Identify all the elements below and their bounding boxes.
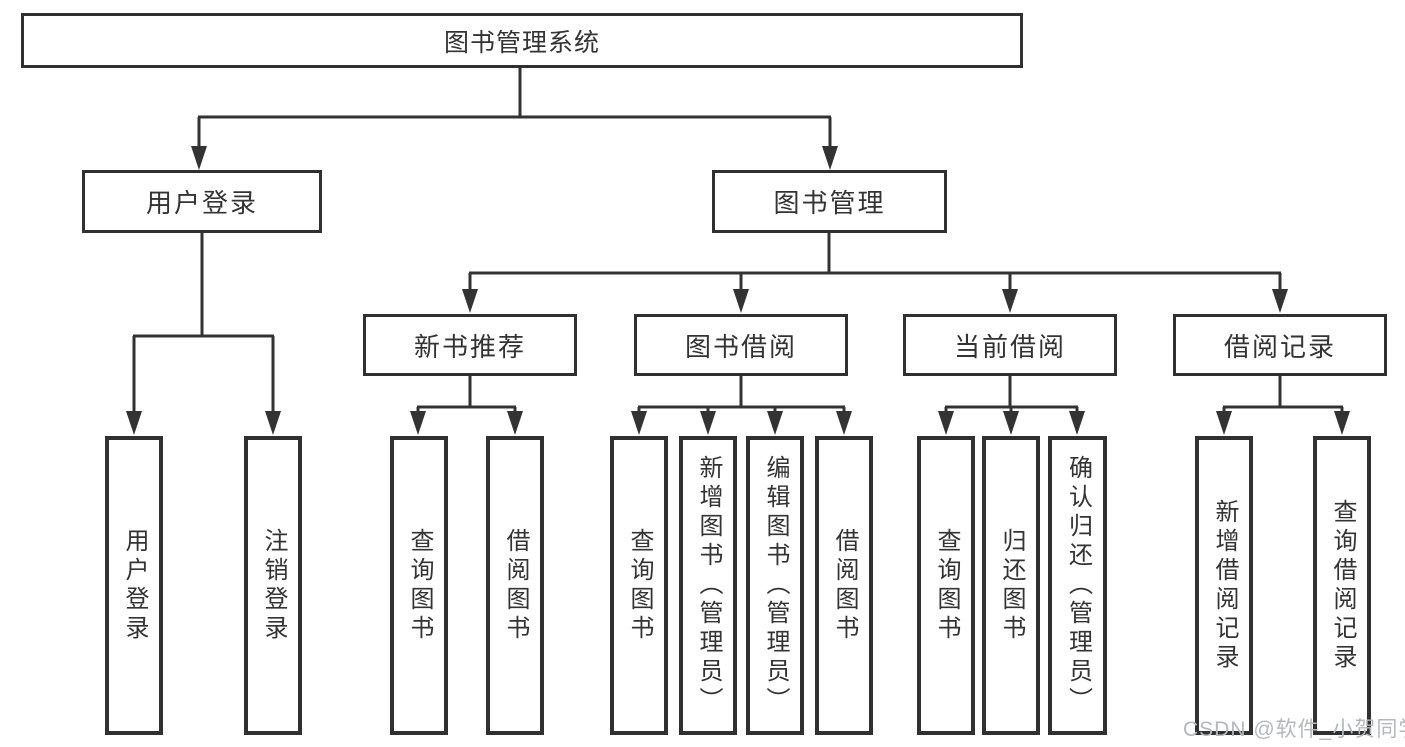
leaf-logout-login-label: 注销登录 bbox=[260, 527, 287, 644]
leaf-borrow-books-borrowing-label: 借阅图书 bbox=[831, 527, 858, 644]
leaf-add-books-admin: 新增图书（管理员） bbox=[679, 436, 737, 735]
arrow-down-icon bbox=[507, 411, 523, 435]
leaf-add-borrow-record: 新增借阅记录 bbox=[1195, 436, 1253, 735]
arrow-down-icon bbox=[1216, 411, 1232, 435]
leaf-query-borrow-record-label: 查询借阅记录 bbox=[1329, 498, 1356, 673]
leaf-borrow-books-recommend: 借阅图书 bbox=[486, 436, 544, 735]
arrow-down-icon bbox=[822, 146, 838, 170]
arrow-down-icon bbox=[1002, 289, 1018, 313]
node-root: 图书管理系统 bbox=[21, 13, 1023, 68]
leaf-query-books-borrowing: 查询图书 bbox=[610, 436, 668, 735]
arrow-down-icon bbox=[1334, 411, 1350, 435]
leaf-query-books-borrowing-label: 查询图书 bbox=[626, 527, 653, 644]
node-new-book-recommend: 新书推荐 bbox=[363, 314, 577, 376]
leaf-edit-books-admin-label: 编辑图书（管理员） bbox=[762, 455, 789, 716]
leaf-user-login: 用户登录 bbox=[105, 436, 163, 735]
arrow-down-icon bbox=[462, 289, 478, 313]
arrow-down-icon bbox=[733, 289, 749, 313]
node-book-management-label: 图书管理 bbox=[773, 188, 886, 218]
leaf-add-borrow-record-label: 新增借阅记录 bbox=[1211, 498, 1238, 673]
leaf-query-books-recommend-label: 查询图书 bbox=[406, 527, 433, 644]
leaf-query-books-recommend: 查询图书 bbox=[390, 436, 448, 735]
node-borrowing-records: 借阅记录 bbox=[1173, 314, 1387, 376]
node-user-login-label: 用户登录 bbox=[145, 188, 258, 218]
leaf-confirm-return-admin: 确认归还（管理员） bbox=[1048, 436, 1107, 735]
arrow-down-icon bbox=[126, 411, 142, 435]
node-current-borrowing-label: 当前借阅 bbox=[953, 331, 1066, 362]
node-book-borrowing-label: 图书借阅 bbox=[684, 331, 797, 362]
arrow-down-icon bbox=[836, 411, 852, 435]
node-current-borrowing: 当前借阅 bbox=[903, 314, 1117, 376]
node-root-label: 图书管理系统 bbox=[443, 28, 600, 57]
node-borrowing-records-label: 借阅记录 bbox=[1223, 331, 1336, 362]
leaf-edit-books-admin: 编辑图书（管理员） bbox=[746, 436, 804, 735]
leaf-return-books: 归还图书 bbox=[982, 436, 1040, 735]
arrow-down-icon bbox=[1003, 411, 1019, 435]
leaf-logout-login: 注销登录 bbox=[244, 436, 302, 735]
node-new-book-recommend-label: 新书推荐 bbox=[413, 331, 526, 362]
leaf-confirm-return-admin-label: 确认归还（管理员） bbox=[1064, 455, 1092, 716]
arrow-down-icon bbox=[767, 411, 783, 435]
leaf-query-books-current: 查询图书 bbox=[917, 436, 975, 735]
arrow-down-icon bbox=[191, 146, 207, 170]
arrow-down-icon bbox=[265, 411, 281, 435]
leaf-user-login-label: 用户登录 bbox=[121, 527, 148, 644]
leaf-borrow-books-recommend-label: 借阅图书 bbox=[502, 527, 529, 644]
arrow-down-icon bbox=[410, 411, 426, 435]
csdn-watermark: CSDN @软件_小贺同学 bbox=[1183, 718, 1405, 741]
leaf-add-books-admin-label: 新增图书（管理员） bbox=[695, 455, 722, 716]
arrow-down-icon bbox=[700, 411, 716, 435]
leaf-return-books-label: 归还图书 bbox=[998, 527, 1025, 644]
leaf-borrow-books-borrowing: 借阅图书 bbox=[815, 436, 873, 735]
node-user-login: 用户登录 bbox=[82, 170, 322, 233]
node-book-borrowing: 图书借阅 bbox=[634, 314, 848, 376]
arrow-down-icon bbox=[1069, 411, 1085, 435]
node-book-management: 图书管理 bbox=[712, 170, 947, 233]
arrow-down-icon bbox=[631, 411, 647, 435]
arrow-down-icon bbox=[938, 411, 954, 435]
leaf-query-books-current-label: 查询图书 bbox=[933, 527, 960, 644]
leaf-query-borrow-record: 查询借阅记录 bbox=[1313, 436, 1371, 735]
arrow-down-icon bbox=[1272, 289, 1288, 313]
